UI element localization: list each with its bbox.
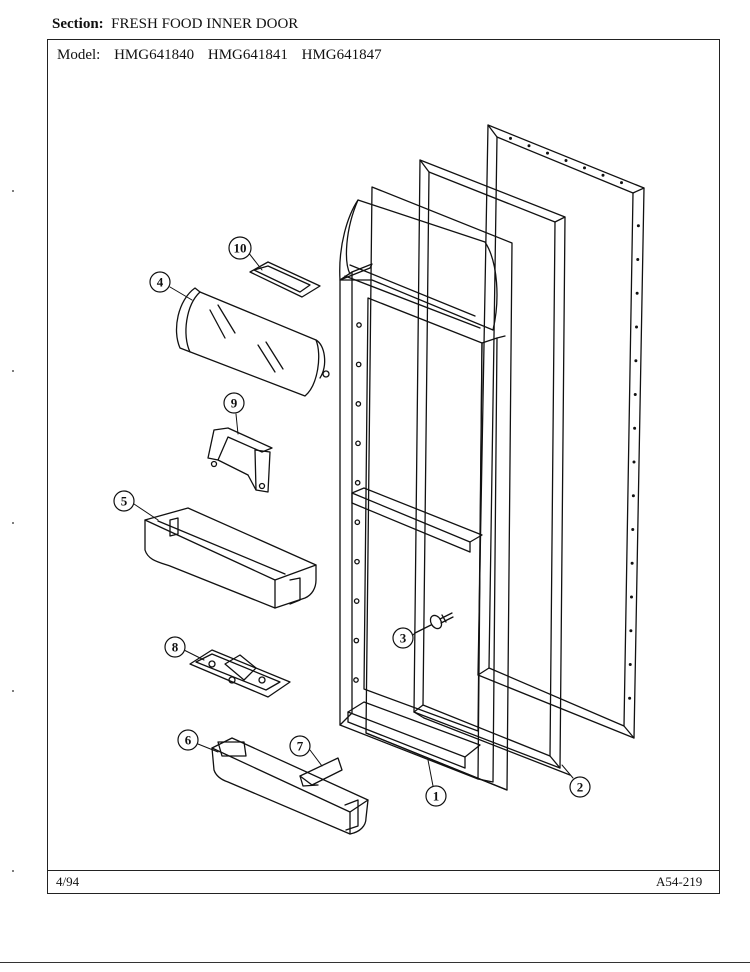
panel-hole [564, 159, 568, 162]
liner-hole [355, 401, 362, 407]
scan-speck [12, 522, 14, 524]
diagram-frame [47, 39, 720, 894]
footer-code: A54-219 [656, 874, 703, 889]
panel-hole [583, 166, 586, 170]
part-4-dairy-door [175, 287, 330, 397]
model-number-2: HMG641841 [207, 47, 288, 63]
callout-6 [177, 729, 199, 751]
liner-hole [353, 677, 359, 683]
model-number-1: HMG641840 [114, 47, 195, 63]
liner-clip-holes [353, 322, 362, 683]
footer-rule [48, 870, 719, 871]
panel-hole [628, 663, 632, 666]
panel-hole [620, 181, 623, 185]
panel-hole [636, 258, 640, 261]
callout-3 [392, 627, 414, 649]
callout-4 [149, 271, 171, 293]
panel-hole [509, 136, 512, 140]
callout-7 [289, 735, 311, 757]
panel-hole [527, 144, 531, 148]
panel-hole [601, 173, 605, 177]
callouts [113, 236, 591, 807]
scan-speck [12, 690, 14, 692]
panel-hole [630, 561, 634, 565]
callout-label-10: 10 [234, 241, 247, 256]
panel-hole [633, 426, 637, 430]
section-title: Section: FRESH FOOD INNER DOOR [52, 16, 298, 33]
callout-10 [228, 236, 252, 260]
panel-hole [632, 460, 636, 464]
liner-hole [354, 519, 361, 526]
liner-hole [355, 440, 361, 447]
panel-hole [635, 291, 639, 295]
liner-hole [354, 558, 360, 565]
panel-hole [629, 629, 633, 633]
panel-hole [631, 528, 635, 531]
model-line: Model: HMG641840 HMG641841 HMG641847 [57, 47, 392, 64]
part-8-tray [189, 649, 291, 698]
scan-speck [12, 190, 14, 192]
callout-2 [569, 776, 591, 798]
part-3-screw [414, 612, 454, 634]
panel-hole [630, 595, 633, 599]
panel-hole [631, 494, 635, 498]
callout-label-5: 5 [121, 494, 128, 509]
callout-8 [164, 636, 186, 658]
callout-label-3: 3 [400, 631, 407, 646]
panel-hole [636, 224, 640, 228]
footer-date: 4/94 [56, 874, 80, 889]
liner-hole [356, 322, 362, 328]
callout-1 [425, 785, 447, 807]
panel-hole [635, 325, 638, 329]
model-label: Model: [57, 47, 101, 63]
scan-speck [12, 370, 14, 372]
section-value: FRESH FOOD INNER DOOR [111, 16, 299, 32]
part-10-lid [249, 261, 321, 298]
callout-label-4: 4 [157, 275, 164, 290]
panel-hole [628, 696, 632, 700]
inner-door-liner [339, 186, 513, 791]
section-label: Section: [52, 16, 104, 32]
panel-screw-holes [509, 136, 640, 700]
callout-label-9: 9 [231, 396, 238, 411]
callout-label-8: 8 [172, 640, 179, 655]
liner-hole [353, 598, 360, 604]
part-5-deep-bin [144, 507, 317, 609]
door-panel-rear [477, 124, 645, 739]
page-bottom-rule [0, 962, 750, 963]
part-9-bracket [207, 427, 273, 493]
model-number-3: HMG641847 [301, 47, 382, 63]
panel-hole [633, 393, 637, 396]
callout-9 [223, 392, 245, 414]
callout-label-6: 6 [185, 733, 192, 748]
panel-hole [634, 359, 638, 363]
callout-5 [113, 490, 135, 512]
liner-hole [354, 479, 361, 486]
part-6-shallow-bin [211, 737, 369, 835]
liner-hole [353, 637, 360, 644]
scan-speck [12, 870, 14, 872]
leader-lines [133, 251, 574, 787]
callout-label-1: 1 [433, 789, 440, 804]
part-7-clip [299, 757, 343, 787]
callout-label-7: 7 [297, 739, 304, 754]
liner-hole [355, 361, 362, 368]
callout-label-2: 2 [577, 780, 584, 795]
panel-hole [546, 151, 549, 155]
